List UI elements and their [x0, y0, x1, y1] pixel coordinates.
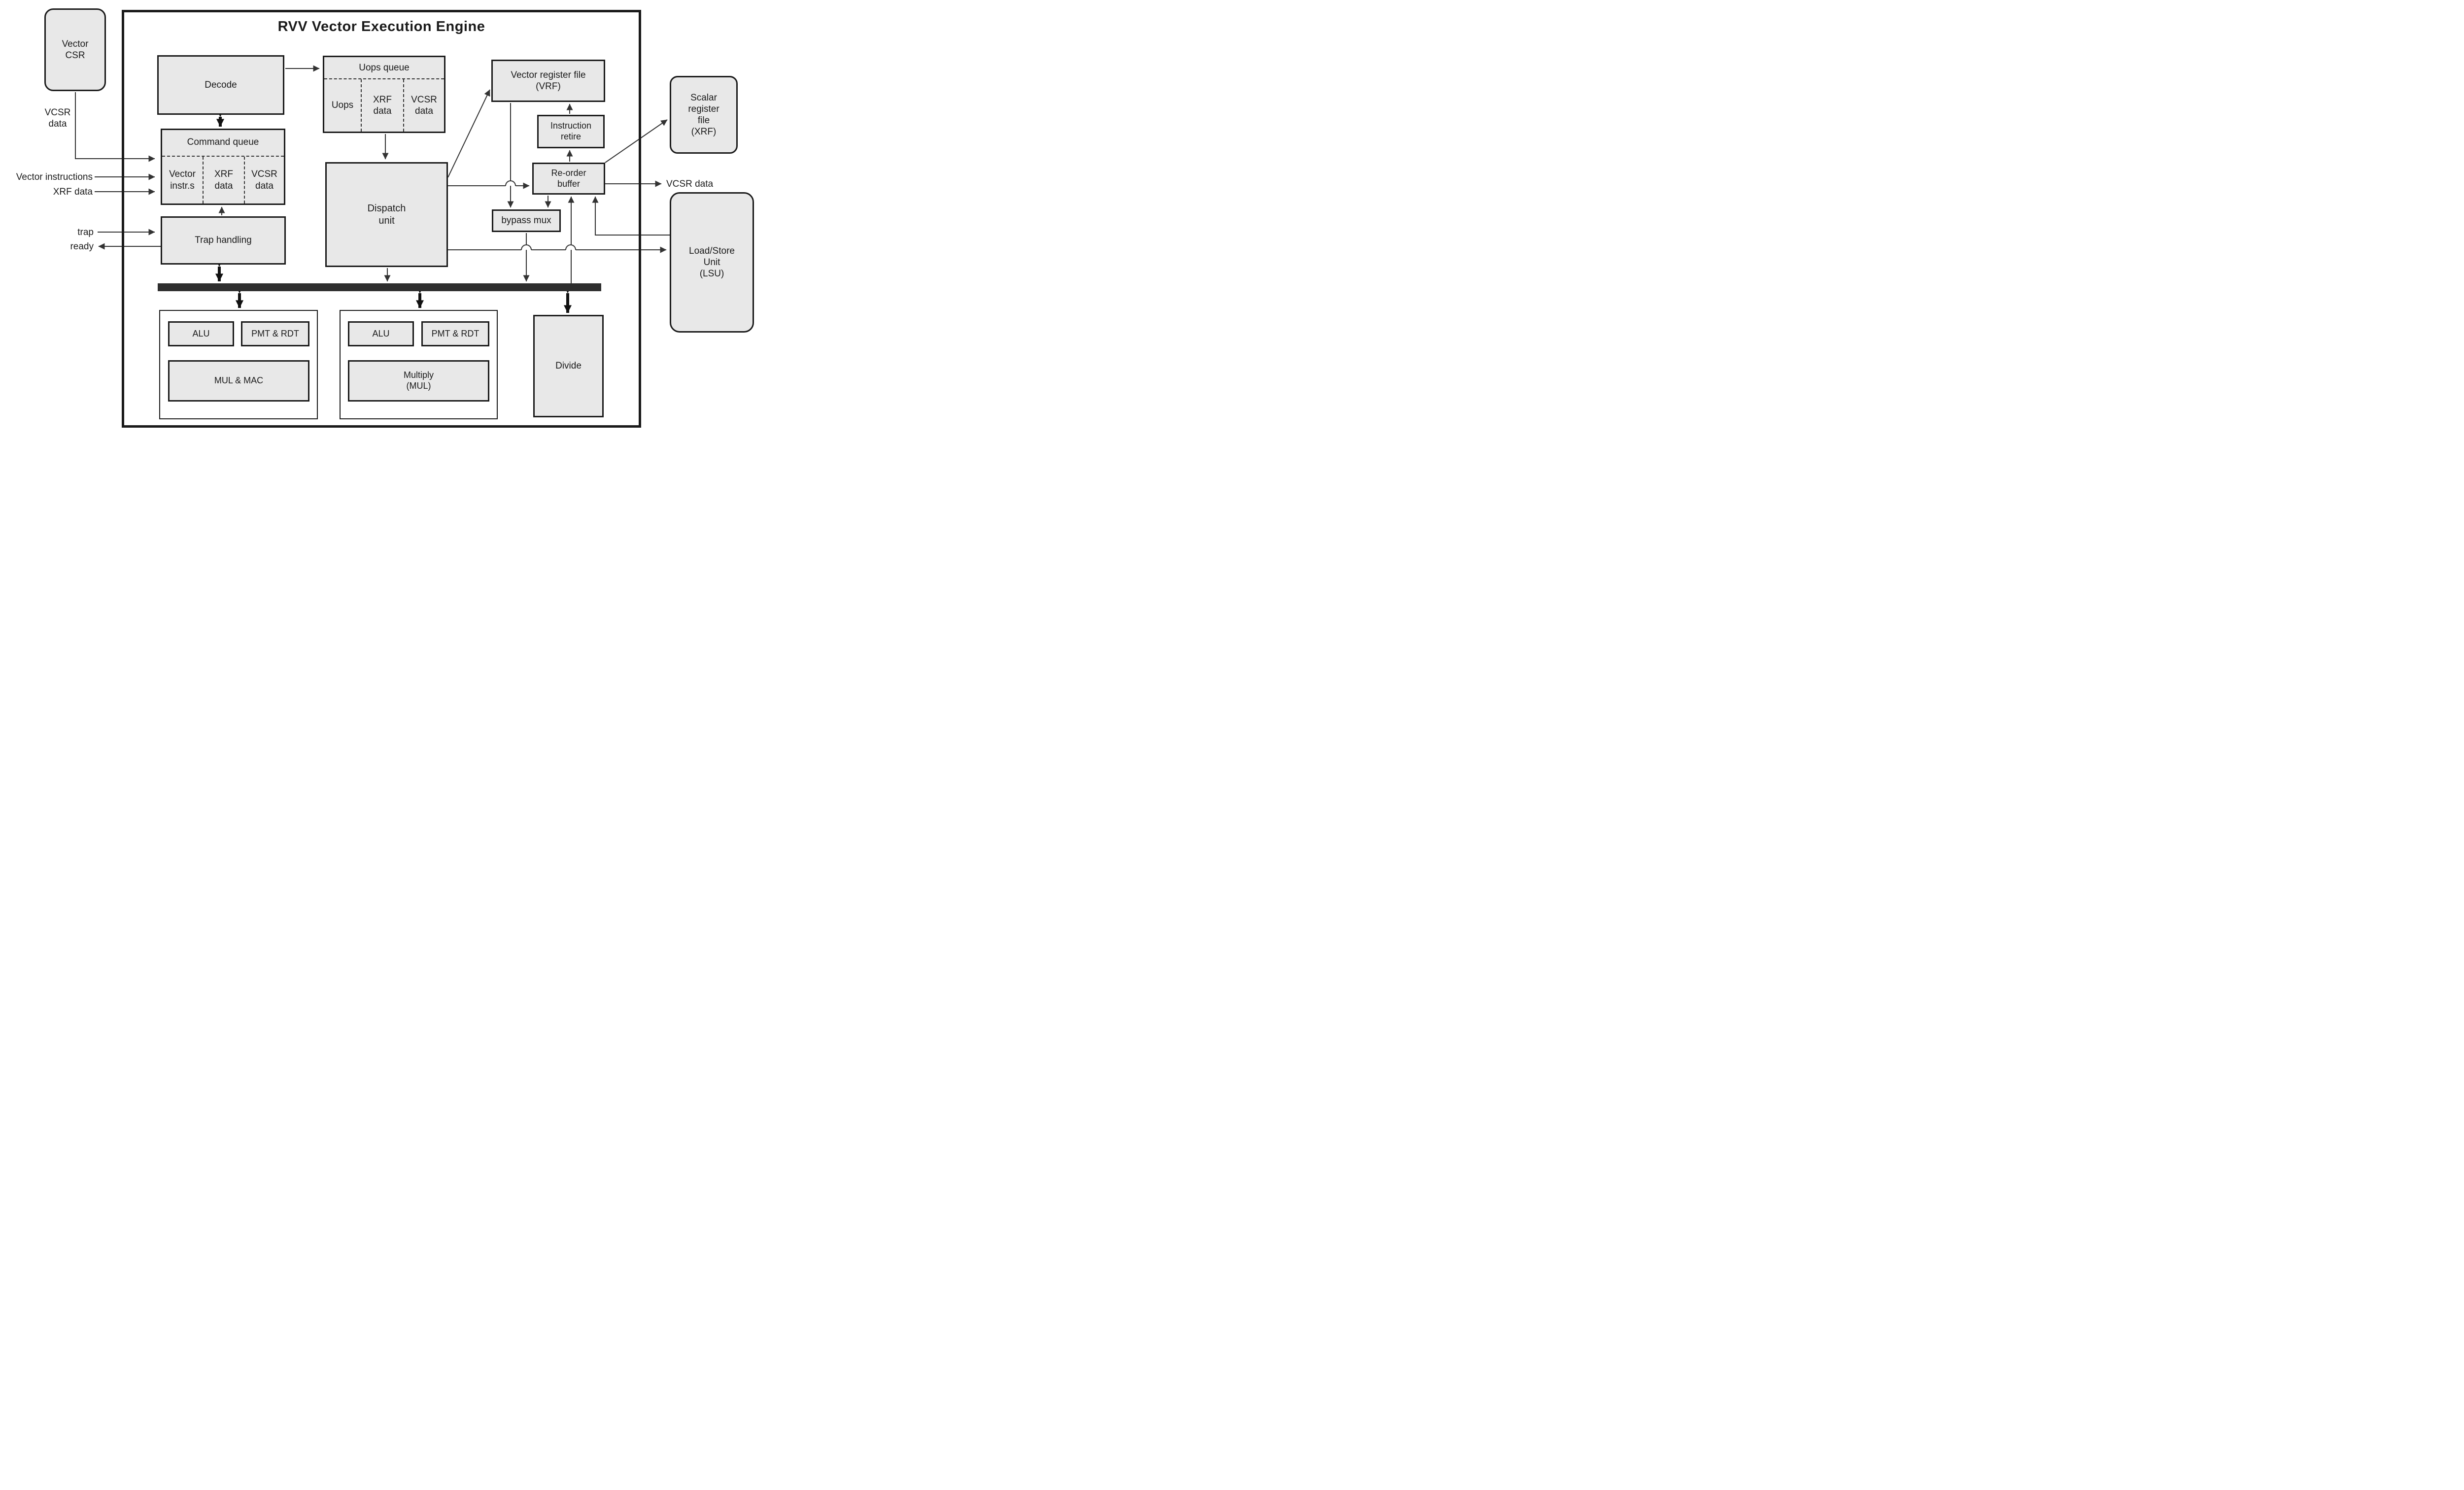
reorder-buffer-block: Re-order buffer: [532, 163, 605, 195]
uops-queue-title: Uops queue: [359, 63, 410, 73]
engine-frame: [122, 10, 641, 428]
vector-register-file-label: Vector register file (VRF): [511, 69, 586, 92]
ready-label: ready: [70, 241, 94, 252]
dispatch-unit-block: Dispatch unit: [325, 162, 448, 267]
vector-register-file-block: Vector register file (VRF): [491, 60, 605, 102]
trap-label: trap: [77, 227, 94, 237]
command-queue-cells: Vector instr.s XRF data VCSR data: [162, 156, 284, 203]
vcsr-data-in-label: VCSR data: [44, 107, 71, 130]
uops-queue-block: Uops queue Uops XRF data VCSR data: [323, 56, 445, 133]
dispatch-unit-label: Dispatch unit: [367, 203, 406, 226]
scalar-register-file-label: Scalar register file (XRF): [688, 92, 719, 137]
uops-vcsr-data-cell: VCSR data: [411, 94, 437, 116]
uops-cell: Uops: [331, 100, 354, 111]
decode-block: Decode: [157, 55, 284, 115]
trap-handling-label: Trap handling: [195, 235, 252, 246]
vcsr-data-out-label: VCSR data: [666, 179, 714, 189]
vector-csr-label: Vector CSR: [62, 38, 89, 61]
bypass-mux-block: bypass mux: [492, 209, 561, 232]
load-store-unit-block: Load/Store Unit (LSU): [670, 192, 754, 333]
uops-queue-cells: Uops XRF data VCSR data: [324, 78, 444, 132]
page-title: RVV Vector Execution Engine: [277, 19, 485, 34]
cluster1-mul-mac-label: MUL & MAC: [214, 375, 264, 386]
scalar-register-file-block: Scalar register file (XRF): [670, 76, 738, 154]
cluster2-alu-block: ALU: [348, 321, 414, 346]
instruction-retire-block: Instruction retire: [537, 115, 605, 148]
trap-handling-block: Trap handling: [161, 216, 286, 265]
vector-instrs-cell: Vector instr.s: [169, 169, 196, 191]
divide-label: Divide: [555, 361, 582, 372]
cluster1-mul-mac-block: MUL & MAC: [168, 360, 309, 402]
bypass-mux-label: bypass mux: [501, 215, 551, 226]
command-queue-block: Command queue Vector instr.s XRF data VC…: [161, 129, 285, 205]
cmdq-vcsr-data-cell: VCSR data: [251, 169, 277, 191]
diagram-canvas: RVV Vector Execution Engine Vector CSR S…: [0, 0, 762, 436]
cluster2-multiply-block: Multiply (MUL): [348, 360, 489, 402]
vector-csr-block: Vector CSR: [44, 8, 106, 91]
cluster1-pmt-rdt-block: PMT & RDT: [241, 321, 309, 346]
load-store-unit-label: Load/Store Unit (LSU): [689, 245, 735, 279]
cluster1-pmt-rdt-label: PMT & RDT: [251, 328, 299, 339]
instruction-retire-label: Instruction retire: [550, 121, 592, 141]
arrow-dispatch-to-vrf: [447, 89, 490, 178]
cluster2-multiply-label: Multiply (MUL): [403, 370, 434, 391]
cluster1-alu-label: ALU: [192, 328, 210, 339]
arrow-lsu-to-rob: [592, 196, 670, 236]
arrow-rob-to-xrf: [605, 119, 668, 163]
xrf-data-in-label: XRF data: [53, 187, 93, 197]
cluster2-alu-label: ALU: [372, 328, 390, 339]
line-vcsr-data-in: [75, 92, 155, 162]
cmdq-xrf-data-cell: XRF data: [214, 169, 233, 191]
vector-instructions-label: Vector instructions: [16, 172, 93, 182]
uops-xrf-data-cell: XRF data: [373, 94, 392, 116]
divide-block: Divide: [533, 315, 604, 417]
cluster2-pmt-rdt-block: PMT & RDT: [421, 321, 489, 346]
arrow-dispatch-to-rob: [448, 180, 530, 189]
execution-bus: [158, 283, 601, 291]
cluster1-alu-block: ALU: [168, 321, 234, 346]
reorder-buffer-label: Re-order buffer: [551, 168, 586, 189]
arrow-dispatch-to-lsu: [448, 244, 667, 253]
connector-layer: [75, 65, 670, 313]
decode-label: Decode: [205, 79, 237, 90]
command-queue-title: Command queue: [187, 137, 259, 147]
cluster2-pmt-rdt-label: PMT & RDT: [431, 328, 479, 339]
